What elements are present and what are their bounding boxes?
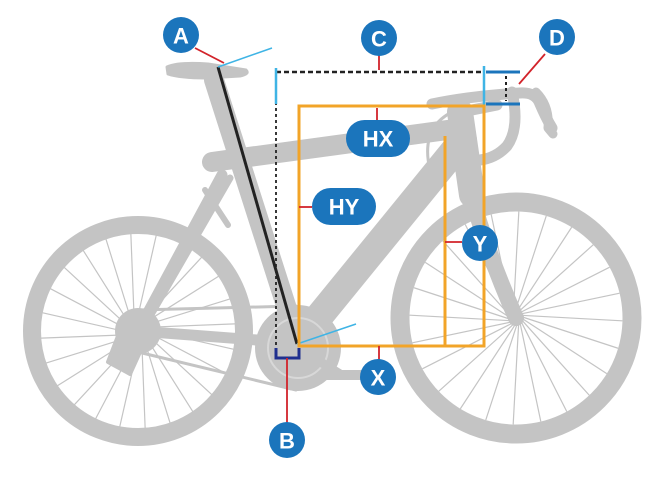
label-y-text: Y — [473, 232, 488, 257]
label-d-badge: D — [539, 19, 575, 55]
wheel-spoke — [425, 261, 509, 318]
front-wheel — [390, 192, 642, 444]
wheel-spoke — [63, 267, 131, 329]
wheel-spoke — [522, 314, 623, 322]
wheel-spoke — [82, 250, 132, 327]
wheel-spoke — [519, 324, 542, 422]
wheel-spoke — [442, 240, 510, 316]
label-hx-text: HX — [363, 127, 394, 152]
wheel-spoke — [142, 275, 219, 325]
wheel-spoke — [144, 298, 231, 326]
wheel-spoke — [523, 316, 619, 349]
wheel-spoke — [144, 335, 194, 412]
rear-wheel — [23, 216, 253, 446]
label-a-text: A — [173, 24, 189, 49]
wheel-spoke — [438, 324, 514, 392]
label-c-badge: C — [361, 20, 397, 56]
wheel-spoke — [485, 325, 518, 421]
wheel-spoke — [523, 318, 607, 375]
label-hy-badge: HY — [312, 188, 376, 225]
drop-marker — [486, 70, 520, 106]
saddle — [165, 61, 249, 80]
wheel-spoke — [130, 233, 135, 324]
seat-angle-line-bottom — [296, 323, 357, 345]
wheel-spoke — [516, 227, 573, 311]
label-hy-text: HY — [329, 195, 360, 220]
wheel-spoke — [42, 312, 130, 334]
wheel-spoke — [459, 325, 516, 409]
wheel-spoke — [143, 337, 171, 424]
wheel-spoke — [50, 288, 130, 331]
wheel-spoke — [40, 334, 131, 339]
wheel-spoke — [146, 331, 226, 374]
wheel-spoke — [522, 320, 590, 396]
label-c-text: C — [371, 27, 387, 52]
wheel-spoke — [522, 292, 620, 315]
seat-tube-measure-line — [216, 66, 299, 345]
wheel-spoke — [412, 321, 510, 344]
label-b-text: B — [279, 429, 295, 454]
label-d-text: D — [549, 26, 565, 51]
seat-angle-line-top — [217, 47, 273, 68]
wheel-spoke — [512, 324, 520, 425]
wheel-spoke — [145, 333, 213, 395]
label-x-text: X — [371, 366, 386, 391]
wheel-spoke — [135, 235, 157, 323]
wheel-spoke — [521, 322, 568, 412]
label-a-badge: A — [163, 17, 199, 53]
label-hx-badge: HX — [346, 120, 410, 157]
wheel-spoke — [105, 238, 133, 325]
wheel-spoke — [514, 215, 547, 311]
label-badges: A C D HX HY Y X B — [163, 17, 575, 458]
label-x-badge: X — [360, 359, 396, 395]
label-y-badge: Y — [462, 225, 498, 261]
wheel-spoke — [520, 266, 610, 313]
wheel-spoke — [413, 287, 509, 320]
wheel-spoke — [518, 244, 594, 312]
wheel-spoke — [409, 314, 510, 322]
label-b-badge: B — [269, 422, 305, 458]
wheel-spoke — [145, 323, 236, 328]
bike-silhouette — [23, 61, 642, 446]
